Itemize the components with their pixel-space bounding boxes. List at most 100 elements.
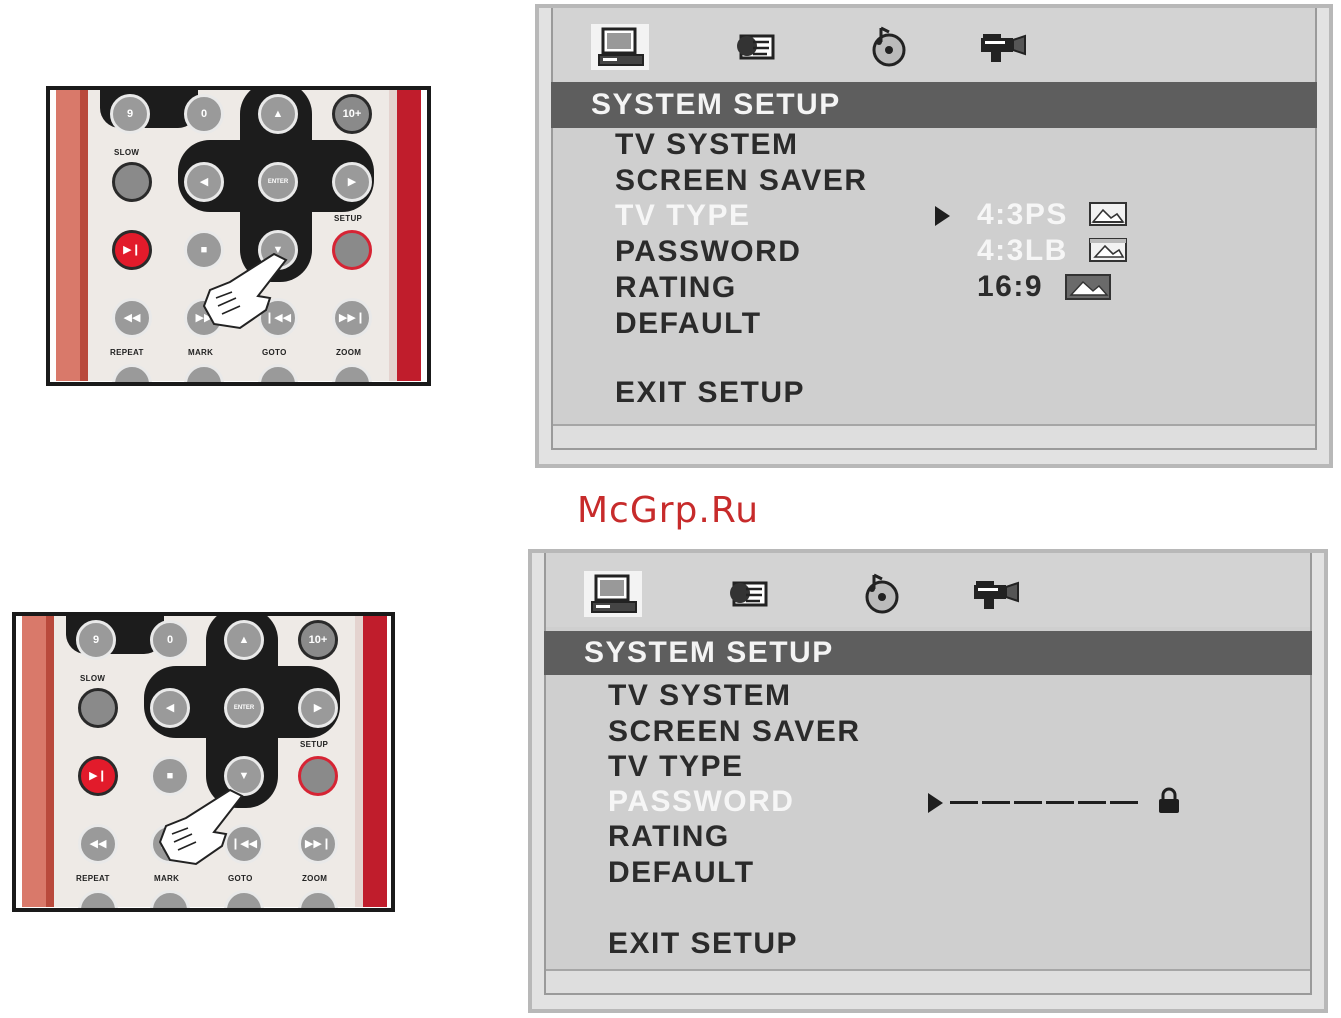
key-0[interactable]: 0	[184, 94, 224, 134]
key-10-plus[interactable]: 10+	[332, 94, 372, 134]
tab-language[interactable]	[727, 24, 785, 70]
video-camera-icon	[974, 581, 1019, 609]
stop-button[interactable]: ■	[150, 756, 190, 796]
goto-label: GOTO	[228, 874, 253, 883]
menu-item-screen-saver[interactable]: SCREEN SAVER	[615, 164, 868, 197]
language-icon	[737, 34, 775, 60]
zoom-label: ZOOM	[336, 348, 362, 357]
remote-side-band	[363, 616, 387, 907]
setup-menu-top: SYSTEM SETUP TV SYSTEM SCREEN SAVER TV T…	[535, 4, 1333, 468]
menu-item-password[interactable]: PASSWORD	[608, 785, 795, 818]
slow-button[interactable]	[78, 688, 118, 728]
enter-button[interactable]: ENTER	[224, 688, 264, 728]
stop-button[interactable]: ■	[184, 230, 224, 270]
repeat-label: REPEAT	[76, 874, 110, 883]
fast-reverse-button[interactable]: ◀◀	[112, 298, 152, 338]
tab-audio[interactable]	[859, 24, 917, 70]
watermark: McGrp.Ru	[577, 490, 760, 531]
menu-footer	[546, 969, 1310, 993]
left-button[interactable]: ◀	[150, 688, 190, 728]
tab-language[interactable]	[720, 571, 778, 617]
menu-item-password[interactable]: PASSWORD	[615, 235, 802, 268]
fast-reverse-button[interactable]: ◀◀	[78, 824, 118, 864]
monitor-icon	[598, 27, 644, 66]
goto-label: GOTO	[262, 348, 287, 357]
right-button[interactable]: ▶	[332, 162, 372, 202]
tab-system[interactable]	[591, 24, 649, 70]
menu-title: SYSTEM SETUP	[591, 88, 841, 121]
menu-item-default[interactable]: DEFAULT	[608, 856, 755, 889]
setup-label: SETUP	[334, 214, 363, 223]
menu-title-bar: SYSTEM SETUP	[551, 82, 1317, 128]
remote-side-band	[355, 616, 363, 907]
right-button[interactable]: ▶	[298, 688, 338, 728]
remote-control-top: 9 0 ▲ 10+ SLOW ◀ ENTER ▶ SETUP ▶❙ ■ ▼ ◀◀…	[46, 86, 431, 386]
setup-button[interactable]	[298, 756, 338, 796]
menu-icon-row	[553, 8, 1315, 82]
repeat-label: REPEAT	[110, 348, 144, 357]
remote-control-bottom: 9 0 ▲ 10+ SLOW ◀ ENTER ▶ SETUP ▶❙ ■ ▼ ◀◀…	[12, 612, 395, 912]
slow-label: SLOW	[80, 674, 106, 683]
tab-video[interactable]	[966, 571, 1024, 617]
slow-button[interactable]	[112, 162, 152, 202]
remote-side-band	[397, 90, 421, 381]
hand-pointer-icon	[202, 252, 288, 330]
picture-aspect-icon	[1089, 238, 1127, 262]
play-pause-button[interactable]: ▶❙	[78, 756, 118, 796]
tab-audio[interactable]	[852, 571, 910, 617]
picture-aspect-icon	[1089, 202, 1127, 226]
previous-button[interactable]: ❙◀◀	[224, 824, 264, 864]
language-icon	[730, 581, 768, 607]
remote-side-band	[46, 616, 54, 907]
up-button[interactable]: ▲	[224, 620, 264, 660]
audio-disc-icon	[872, 26, 906, 67]
tab-system[interactable]	[584, 571, 642, 617]
next-button[interactable]: ▶▶❙	[298, 824, 338, 864]
setup-label: SETUP	[300, 740, 329, 749]
monitor-icon	[591, 574, 637, 613]
selection-arrow-icon	[935, 206, 950, 226]
menu-icon-row	[546, 553, 1310, 627]
left-button[interactable]: ◀	[184, 162, 224, 202]
menu-item-rating[interactable]: RATING	[608, 820, 730, 853]
menu-title: SYSTEM SETUP	[584, 636, 834, 669]
menu-title-bar: SYSTEM SETUP	[544, 631, 1312, 675]
key-0[interactable]: 0	[150, 620, 190, 660]
audio-disc-icon	[865, 573, 899, 614]
remote-side-band	[389, 90, 397, 381]
play-pause-button[interactable]: ▶❙	[112, 230, 152, 270]
option-4-3ps[interactable]: 4:3PS	[977, 198, 1068, 231]
option-4-3lb[interactable]: 4:3LB	[977, 234, 1068, 267]
menu-item-exit-setup[interactable]: EXIT SETUP	[608, 927, 799, 960]
key-10-plus[interactable]: 10+	[298, 620, 338, 660]
lock-icon	[1159, 787, 1179, 813]
enter-button[interactable]: ENTER	[258, 162, 298, 202]
down-button[interactable]: ▼	[224, 756, 264, 796]
video-camera-icon	[981, 34, 1026, 62]
menu-item-tv-type[interactable]: TV TYPE	[615, 199, 751, 232]
slow-label: SLOW	[114, 148, 140, 157]
next-button[interactable]: ▶▶❙	[332, 298, 372, 338]
zoom-label: ZOOM	[302, 874, 328, 883]
mark-label: MARK	[154, 874, 180, 883]
password-entry-field[interactable]	[950, 787, 1150, 817]
menu-item-screen-saver[interactable]: SCREEN SAVER	[608, 715, 861, 748]
key-9[interactable]: 9	[110, 94, 150, 134]
menu-item-tv-system[interactable]: TV SYSTEM	[608, 679, 792, 712]
picture-aspect-icon	[1065, 274, 1111, 300]
tab-video[interactable]	[973, 24, 1031, 70]
up-button[interactable]: ▲	[258, 94, 298, 134]
option-16-9[interactable]: 16:9	[977, 270, 1044, 303]
menu-footer	[553, 424, 1315, 448]
menu-item-tv-type[interactable]: TV TYPE	[608, 750, 744, 783]
menu-item-tv-system[interactable]: TV SYSTEM	[615, 128, 799, 161]
selection-arrow-icon	[928, 793, 943, 813]
setup-menu-bottom: SYSTEM SETUP TV SYSTEM SCREEN SAVER TV T…	[528, 549, 1328, 1013]
menu-item-default[interactable]: DEFAULT	[615, 307, 762, 340]
hand-pointer-icon	[158, 788, 244, 866]
menu-item-rating[interactable]: RATING	[615, 271, 737, 304]
key-9[interactable]: 9	[76, 620, 116, 660]
menu-body: TV SYSTEM SCREEN SAVER TV TYPE PASSWORD …	[553, 128, 1315, 426]
menu-item-exit-setup[interactable]: EXIT SETUP	[615, 376, 806, 409]
setup-button[interactable]	[332, 230, 372, 270]
